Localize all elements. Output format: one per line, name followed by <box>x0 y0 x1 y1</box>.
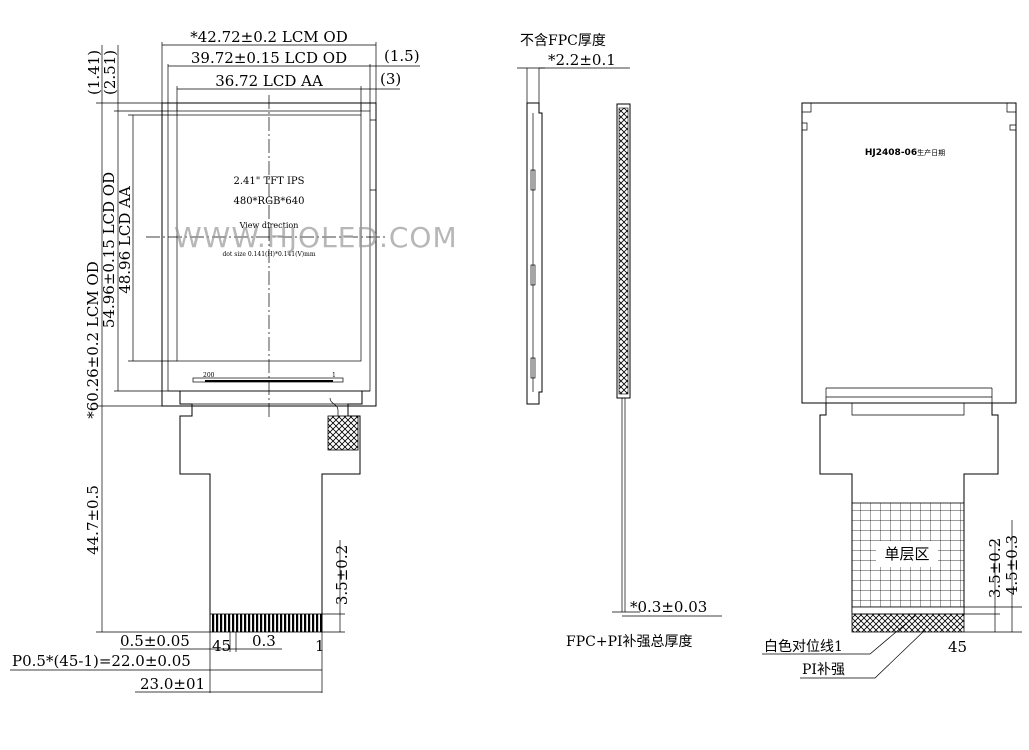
pi-stiffener-label: PI补强 <box>802 662 845 678</box>
note-fpc-total-thickness: FPC+PI补强总厚度 <box>566 634 693 650</box>
connector-mark-right: 1 <box>332 372 336 379</box>
view-direction-label: View direction <box>239 221 299 230</box>
dim-right-gap-2: (3) <box>380 70 401 88</box>
note-without-fpc: 不含FPC厚度 <box>520 33 606 49</box>
pin-first-label: 45 <box>212 637 231 655</box>
screen-resolution-label: 480*RGB*640 <box>233 196 304 207</box>
side-profile-right <box>616 103 631 399</box>
back-pin-count: 45 <box>948 638 967 656</box>
dim-top-gap-1: (1.41) <box>85 50 103 95</box>
dim-fpc-length: 44.7±0.5 <box>84 485 102 555</box>
watermark: WWW.HJOLED.COM <box>174 221 458 254</box>
dim-pad-gap: 0.3 <box>252 632 276 650</box>
dim-stiffener-length: 4.5±0.3 <box>1003 535 1021 595</box>
connector-mark-left: 200 <box>203 372 215 379</box>
dim-top-gap-2: (2.51) <box>101 50 119 95</box>
back-label-code: HJ2408-06生产日期 <box>865 148 945 158</box>
gold-fingers <box>209 613 323 633</box>
fpc-components <box>327 415 359 451</box>
single-layer-label: 单层区 <box>884 545 929 563</box>
front-view: 200 1 2.41" TFT IPS 480*RGB*640 View dir… <box>10 28 458 693</box>
side-profile-left <box>526 102 543 405</box>
side-view: 不含FPC厚度 *2.2±0.1 *0.3±0.03 FPC+PI补强总厚度 <box>517 33 722 650</box>
dim-thickness: *2.2±0.1 <box>548 51 616 69</box>
alignment-line-label: 白色对位线1 <box>764 638 843 655</box>
dim-back-finger-length: 3.5±0.2 <box>986 538 1004 598</box>
back-view: HJ2408-06生产日期 单层区 3.5±0.2 4.5±0.3 白色对位线1… <box>762 102 1022 679</box>
dim-finger-length: 3.5±0.2 <box>333 545 351 605</box>
dim-lcd-od-height: 54.96±0.15 LCD OD <box>100 172 118 328</box>
back-outline <box>801 102 1017 404</box>
pi-stiffener <box>851 613 965 633</box>
pin-last-label: 1 <box>315 637 325 655</box>
dim-right-gap-1: (1.5) <box>384 47 420 65</box>
dim-lcd-od-width: 39.72±0.15 LCD OD <box>191 49 347 67</box>
dim-pitch: P0.5*(45-1)=22.0±0.05 <box>12 652 191 670</box>
back-fpc-outline <box>819 403 999 614</box>
dim-lcm-od-width: *42.72±0.2 LCM OD <box>190 28 348 46</box>
dim-fpc-thickness: *0.3±0.03 <box>630 598 707 616</box>
dim-fpc-width: 23.0±01 <box>140 675 205 693</box>
dim-lcm-od-height: *60.26±0.2 LCM OD <box>84 261 102 419</box>
dim-lcd-aa-height: 48.96 LCD AA <box>116 186 134 294</box>
dim-lcd-aa-width: 36.72 LCD AA <box>215 72 323 90</box>
dim-pad-width: 0.5±0.05 <box>120 632 190 650</box>
screen-size-label: 2.41" TFT IPS <box>233 176 304 187</box>
dot-size-label: dot size 0.141(H)*0.141(V)mm <box>222 251 315 258</box>
